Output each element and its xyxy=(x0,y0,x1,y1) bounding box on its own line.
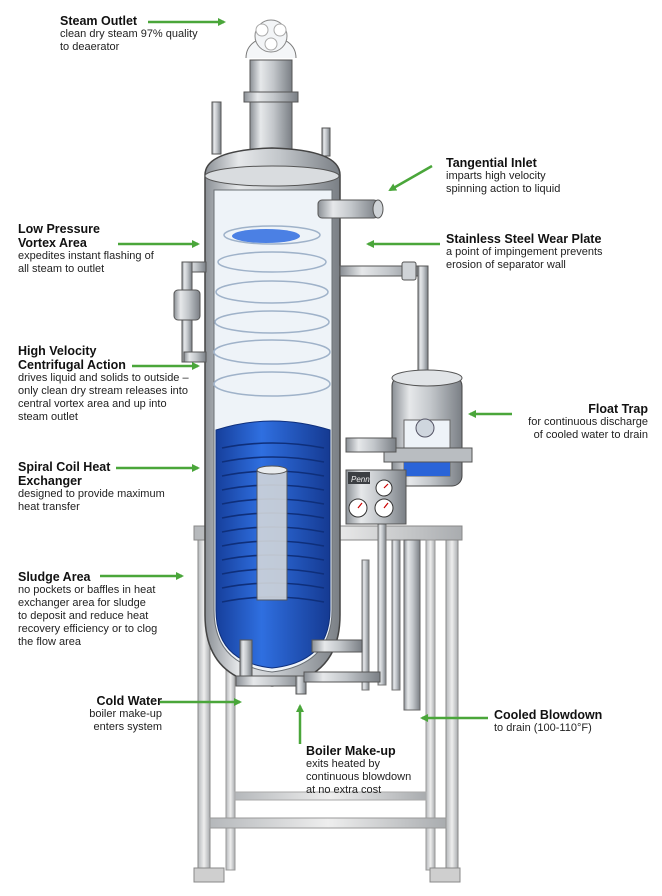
callout-cooled-blowdown: Cooled Blowdown to drain (100-110°F) xyxy=(494,708,602,735)
steam-outlet-desc: clean dry steam 97% quality to deaerator xyxy=(60,28,198,53)
high-velocity-title: High Velocity Centrifugal Action xyxy=(18,344,126,372)
separator-vessel xyxy=(204,147,341,687)
float-trap xyxy=(383,369,473,487)
low-pressure-title: Low Pressure Vortex Area xyxy=(18,222,100,250)
cooled-blowdown-pipe xyxy=(361,509,421,711)
arrow-tangential-inlet xyxy=(388,164,433,192)
callout-steam-outlet: Steam Outlet clean dry steam 97% quality… xyxy=(60,14,198,54)
steam-outlet-pipe xyxy=(243,19,299,156)
high-velocity-desc: drives liquid and solids to outside – on… xyxy=(18,372,189,423)
float-trap-feed-pipe xyxy=(339,261,429,377)
callout-cold-water: Cold Water boiler make-up enters system xyxy=(89,694,162,734)
spiral-coil-desc: designed to provide maximum heat transfe… xyxy=(18,488,165,513)
callout-wear-plate: Stainless Steel Wear Plate a point of im… xyxy=(446,232,603,272)
tangential-inlet-pipe xyxy=(317,199,384,219)
steam-outlet-title: Steam Outlet xyxy=(60,14,138,28)
wear-plate-title: Stainless Steel Wear Plate xyxy=(446,232,602,246)
cold-water-desc: boiler make-up enters system xyxy=(89,708,162,733)
vortex-rings xyxy=(213,225,331,397)
callout-high-velocity: High Velocity Centrifugal Action drives … xyxy=(18,344,189,424)
spiral-coil-title: Spiral Coil Heat Exchanger xyxy=(18,460,111,488)
boiler-makeup-desc: exits heated by continuous blowdown at n… xyxy=(306,758,412,796)
wear-plate-desc: a point of impingement prevents erosion … xyxy=(446,246,603,271)
boiler-makeup-title: Boiler Make-up xyxy=(306,744,396,758)
callout-sludge: Sludge Area no pockets or baffles in hea… xyxy=(18,570,157,649)
callout-arrows xyxy=(100,18,512,744)
float-trap-title: Float Trap xyxy=(588,402,648,416)
cold-water-title: Cold Water xyxy=(96,694,162,708)
bottom-piping xyxy=(235,639,381,695)
float-trap-desc: for continuous discharge of cooled water… xyxy=(528,416,648,441)
tangential-inlet-desc: imparts high velocity spinning action to… xyxy=(446,170,561,195)
gauge-manifold xyxy=(345,437,407,525)
callout-low-pressure: Low Pressure Vortex Area expedites insta… xyxy=(18,222,154,276)
sludge-desc: no pockets or baffles in heat exchanger … xyxy=(18,584,158,648)
sludge-title: Sludge Area xyxy=(18,570,91,584)
callout-boiler-makeup: Boiler Make-up exits heated by continuou… xyxy=(306,744,411,797)
top-fittings xyxy=(211,101,331,157)
callout-spiral-coil: Spiral Coil Heat Exchanger designed to p… xyxy=(18,460,165,514)
cooled-blowdown-title: Cooled Blowdown xyxy=(494,708,603,722)
cooled-blowdown-desc: to drain (100-110°F) xyxy=(494,722,592,734)
low-pressure-desc: expedites instant flashing of all steam … xyxy=(18,250,154,275)
left-bypass-pipe xyxy=(173,261,207,363)
callout-float-trap: Float Trap for continuous discharge of c… xyxy=(528,402,648,442)
callout-tangential-inlet: Tangential Inlet imparts high velocity s… xyxy=(446,156,560,196)
tangential-inlet-title: Tangential Inlet xyxy=(446,156,537,170)
brand-plate-text: Penn xyxy=(351,475,370,484)
